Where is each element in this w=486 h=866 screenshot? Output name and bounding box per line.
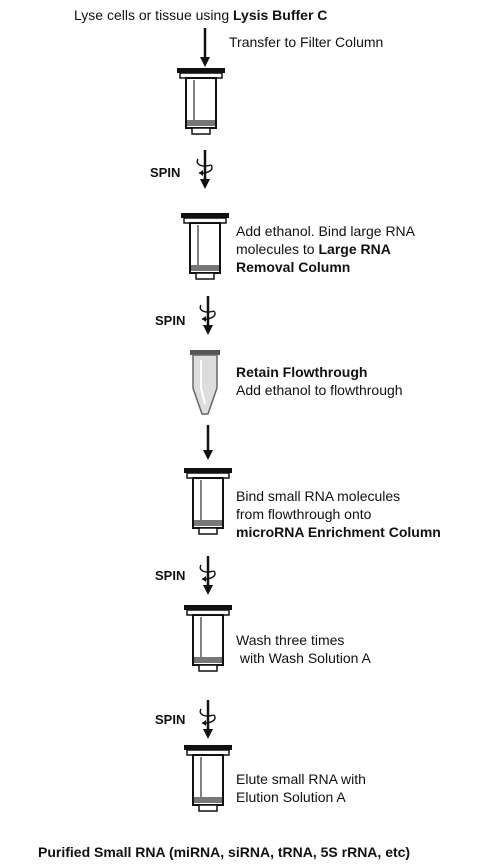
transfer-step: Transfer to Filter Column (229, 34, 384, 50)
elute-line-1: Elute small RNA with (236, 771, 366, 787)
spin-arrow-4 (200, 700, 215, 734)
wash-line-1: Wash three times (236, 632, 345, 648)
microrna-enrichment-column-icon (183, 467, 233, 535)
spin-arrow-2 (200, 296, 215, 330)
add-ethanol-line-2-prefix: molecules to (236, 241, 319, 257)
filter-column-icon (176, 67, 226, 135)
lysis-buffer-name: Lysis Buffer C (233, 7, 328, 23)
wash-column-icon (183, 604, 233, 672)
elute-line-2: Elution Solution A (236, 789, 346, 805)
lyse-step: Lyse cells or tissue using Lysis Buffer … (74, 6, 327, 24)
enrichment-column-label: microRNA Enrichment Column (236, 524, 441, 540)
wash-line-2: with Wash Solution A (236, 650, 371, 666)
spin-arrow-3 (200, 556, 215, 590)
bind-small-line-1: Bind small RNA molecules (236, 488, 401, 504)
purified-small-rna-footer: Purified Small RNA (miRNA, siRNA, tRNA, … (38, 844, 411, 860)
spin-label-3: SPIN (155, 568, 186, 583)
large-rna-removal-column-icon (180, 212, 230, 280)
spin-label-4: SPIN (155, 712, 186, 727)
retain-flowthrough-title: Retain Flowthrough (236, 364, 368, 380)
add-ethanol-line-2: molecules to Large RNA (236, 240, 391, 258)
lyse-text: Lyse cells or tissue using (74, 7, 233, 23)
spin-arrow-1 (197, 150, 212, 184)
large-rna-label: Large RNA (318, 241, 391, 257)
spin-label-1: SPIN (150, 165, 181, 180)
removal-column-label: Removal Column (236, 259, 351, 275)
spin-label-2: SPIN (155, 313, 186, 328)
add-ethanol-line-1: Add ethanol. Bind large RNA (236, 223, 415, 239)
collection-tube-icon (190, 350, 220, 415)
bind-small-line-2: from flowthrough onto (236, 506, 372, 522)
retain-flowthrough-subtitle: Add ethanol to flowthrough (236, 382, 403, 398)
elution-column-icon (183, 744, 233, 812)
